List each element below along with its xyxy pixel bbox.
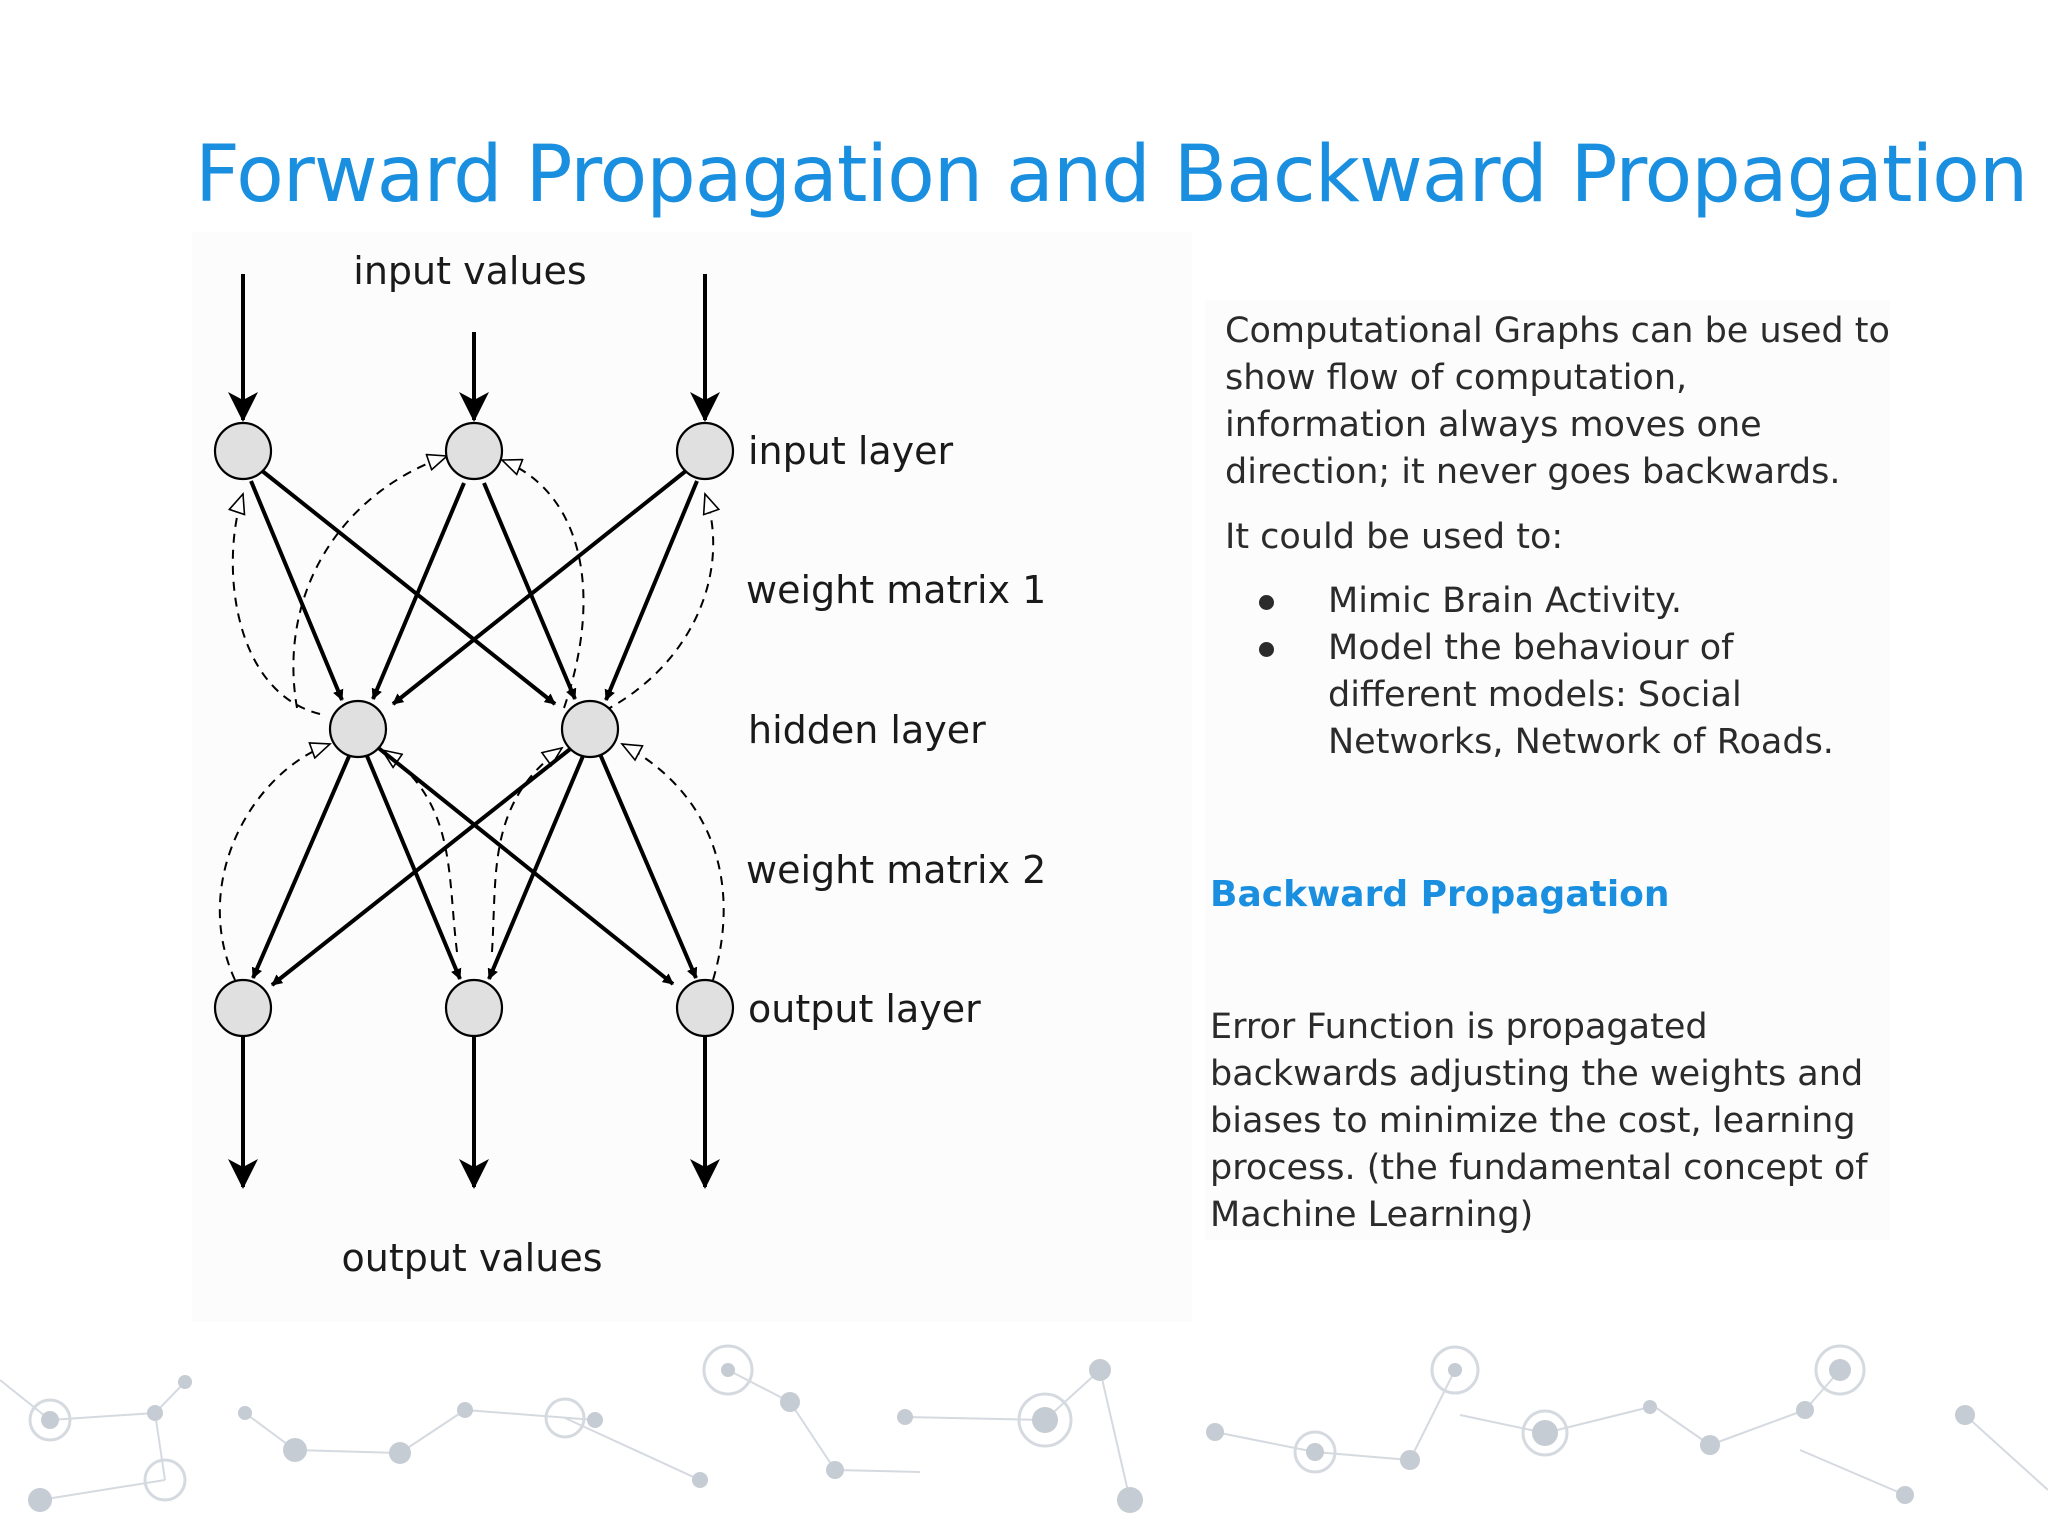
layer-label-weight-matrix-2: weight matrix 2 xyxy=(746,848,1046,892)
layer-label-output: output layer xyxy=(748,987,981,1031)
list-item-text: Mimic Brain Activity. xyxy=(1328,581,1683,621)
intro-paragraph: Computational Graphs can be used to show… xyxy=(1225,311,1890,492)
list-item: Mimic Brain Activity. xyxy=(1225,578,1890,625)
text-panel: Computational Graphs can be used to show… xyxy=(1205,300,1890,1240)
output-node-3 xyxy=(675,978,735,1038)
network-decoration xyxy=(0,1344,2048,1513)
list-item: Model the behaviour of different models:… xyxy=(1225,625,1890,766)
hidden-node-2 xyxy=(560,699,620,759)
neural-network-diagram-panel: input values input layer weight matrix 1… xyxy=(192,232,1192,1322)
layer-label-weight-matrix-1: weight matrix 1 xyxy=(746,568,1046,612)
uses-list: Mimic Brain Activity. Model the behaviou… xyxy=(1225,578,1890,766)
bullet-icon xyxy=(1259,642,1274,657)
hidden-node-1 xyxy=(328,699,388,759)
weight-matrix-2-arrows xyxy=(251,744,698,987)
output-node-1 xyxy=(213,978,273,1038)
uses-paragraph: It could be used to: xyxy=(1225,517,1564,557)
input-node-2 xyxy=(444,421,504,481)
backward-arcs-top xyxy=(233,456,713,719)
slide-title: Forward Propagation and Backward Propaga… xyxy=(195,130,2028,220)
bullet-icon xyxy=(1259,595,1274,610)
backward-propagation-paragraph: Error Function is propagated backwards a… xyxy=(1210,1007,1868,1235)
output-node-2 xyxy=(444,978,504,1038)
weight-matrix-1-arrows xyxy=(249,468,699,706)
backward-propagation-heading: Backward Propagation xyxy=(1210,874,1670,915)
nodes xyxy=(213,421,735,1038)
input-node-3 xyxy=(675,421,735,481)
list-item-text: Model the behaviour of different models:… xyxy=(1328,628,1834,762)
layer-label-hidden: hidden layer xyxy=(748,708,986,752)
input-arrows xyxy=(228,274,720,422)
neural-network-diagram: input values input layer weight matrix 1… xyxy=(213,249,1046,1280)
output-arrows xyxy=(228,1030,720,1189)
input-node-1 xyxy=(213,421,273,481)
layer-label-input: input layer xyxy=(748,429,954,473)
bottom-label: output values xyxy=(341,1236,602,1280)
top-label: input values xyxy=(353,249,586,293)
